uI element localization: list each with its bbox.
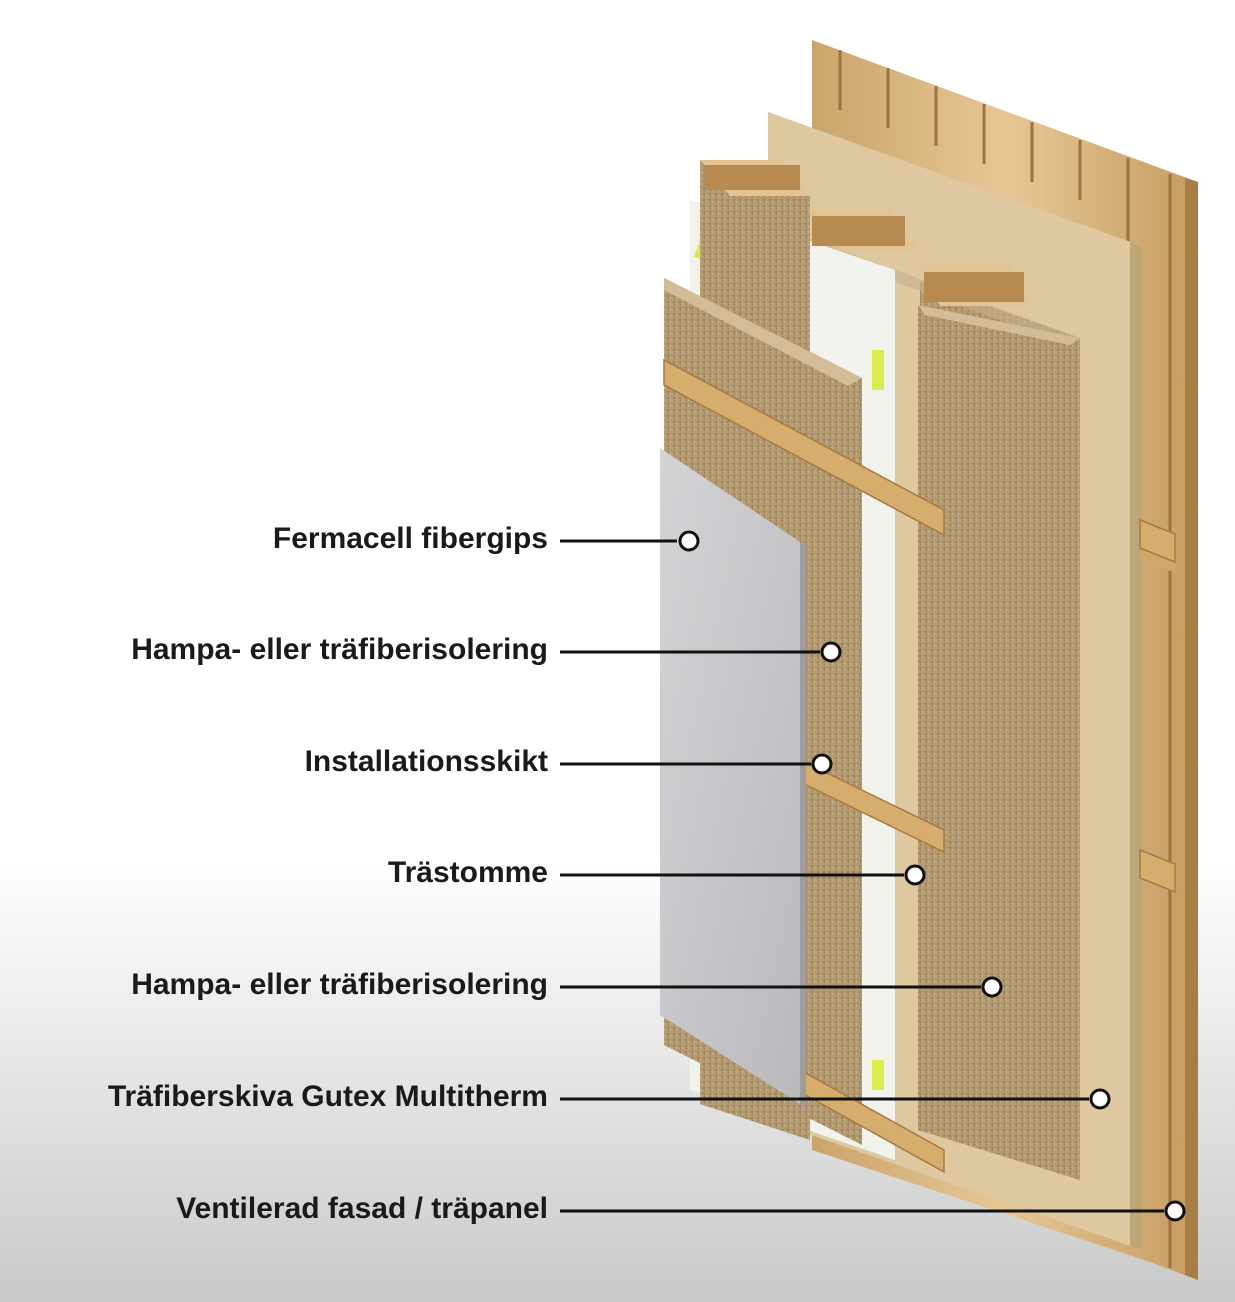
marker-dot-2 bbox=[822, 643, 840, 661]
fiber-insulation-block bbox=[918, 305, 1080, 1180]
marker-dot-5 bbox=[983, 978, 1001, 996]
marker-dot-3 bbox=[813, 755, 831, 773]
marker-dot-6 bbox=[1091, 1090, 1109, 1108]
label-fermacell-fibergips: Fermacell fibergips bbox=[273, 521, 548, 557]
marker-dot-4 bbox=[906, 866, 924, 884]
label-installation-layer: Installationsskikt bbox=[305, 744, 548, 780]
label-timber-frame: Trästomme bbox=[388, 855, 548, 891]
label-ventilated-facade: Ventilerad fasad / träpanel bbox=[176, 1191, 548, 1227]
label-gutex-board: Träfiberskiva Gutex Multitherm bbox=[108, 1079, 548, 1115]
label-inner-insulation: Hampa- eller träfiberisolering bbox=[131, 632, 548, 668]
marker-dot-1 bbox=[680, 532, 698, 550]
marker-dot-7 bbox=[1166, 1202, 1184, 1220]
label-outer-insulation: Hampa- eller träfiberisolering bbox=[131, 967, 548, 1003]
